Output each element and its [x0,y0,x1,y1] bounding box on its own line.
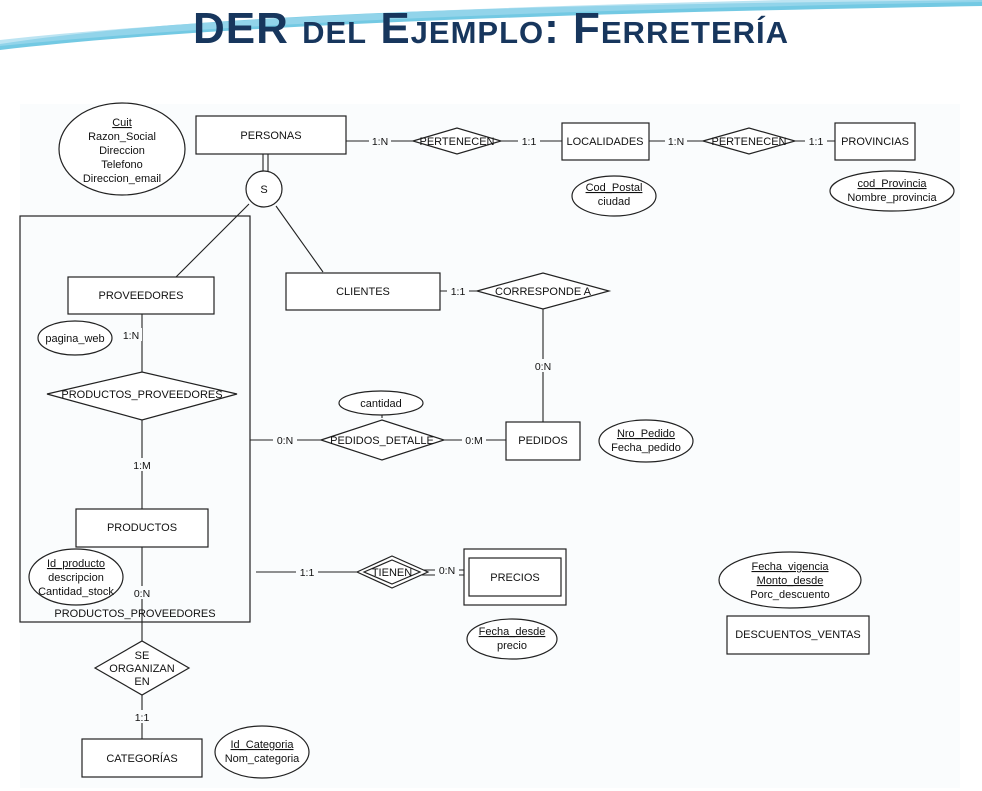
card-personas-pertenecen: 1:N [372,136,388,148]
title-wave-decoration [0,0,982,50]
entity-productos-label: PRODUCTOS [107,522,177,534]
card-pertenecen-localidades: 1:1 [522,136,537,148]
attributes-precios: Fecha_desde precio [466,618,558,660]
attr-pedidos-fecha-pedido: Fecha_pedido [611,442,681,454]
card-organizan-categorias: 1:1 [135,712,150,724]
relationship-se-organizan-line1: SE [135,650,150,662]
attr-provincias-nombre-provincia: Nombre_provincia [847,192,937,204]
attr-proveedores-pagina-web: pagina_web [45,333,104,345]
aggregation-label: PRODUCTOS_PROVEEDORES [54,608,215,620]
attr-personas-cuit: Cuit [112,117,132,129]
entity-personas: PERSONAS [195,115,347,155]
card-localidades-pertenecen: 1:N [668,136,684,148]
attr-personas-direccion: Direccion [99,145,145,157]
entity-precios-label: PRECIOS [490,572,540,584]
attr-productos-id-producto: Id_producto [47,558,105,570]
card-clientes-corresponde: 1:1 [451,286,466,298]
entity-precios: PRECIOS [463,548,567,606]
relationship-tienen: TIENEN [355,555,430,589]
specialization-circle: S [245,170,283,208]
attr-descuentos-porc-descuento: Porc_descuento [750,589,830,601]
relationship-pertenecen-2-label: PERTENECEN [712,136,787,148]
attr-personas-direccion-email: Direccion_email [83,173,161,185]
entity-localidades-label: LOCALIDADES [566,136,643,148]
entity-proveedores-label: PROVEEDORES [99,290,184,302]
card-pp-productos: 1:M [133,460,151,472]
attr-pedidos-nro-pedido: Nro_Pedido [617,428,675,440]
entity-clientes-label: CLIENTES [336,286,390,298]
card-aggregate-tienen: 1:1 [300,567,315,579]
cardinality-labels: 1:N 1:1 1:N 1:1 1:1 0:N 1:N 1:M 0:N 0:M … [120,134,827,724]
attributes-personas: Cuit Razon_Social Direccion Telefono Dir… [58,102,186,196]
attributes-productos: Id_producto descripcion Cantidad_stock [28,548,124,606]
entity-descuentos-ventas-label: DESCUENTOS_VENTAS [735,629,861,641]
relationship-se-organizan-line2: ORGANIZAN [109,663,174,675]
attributes-pedidos: Nro_Pedido Fecha_pedido [598,419,694,463]
attributes-categorias: Id_Categoria Nom_categoria [214,725,310,779]
attr-localidades-cod-postal: Cod_Postal [586,182,643,194]
entity-categorias-label: CATEGORÍAS [106,752,177,765]
attr-categorias-nom-categoria: Nom_categoria [225,753,300,765]
entity-proveedores: PROVEEDORES [67,276,215,315]
relationship-pedidos-detalle-label: PEDIDOS_DETALLE [330,435,434,447]
entity-provincias: PROVINCIAS [834,122,916,161]
entity-categorias: CATEGORÍAS [81,738,203,778]
card-pertenecen-provincias: 1:1 [809,136,824,148]
entity-descuentos-ventas: DESCUENTOS_VENTAS [726,615,870,655]
attr-precios-precio: precio [497,640,527,652]
entity-pedidos: PEDIDOS [505,421,581,461]
attributes-proveedores: pagina_web [37,320,113,356]
attr-precios-fecha-desde: Fecha_desde [479,626,546,638]
entity-personas-label: PERSONAS [240,130,301,142]
relationship-corresponde-a-label: CORRESPONDE A [495,286,592,298]
aggregation-box-productos-proveedores [19,215,251,623]
relationship-se-organizan-en: SE ORGANIZAN EN [93,640,191,696]
relationship-se-organizan-line3: EN [134,676,149,688]
attributes-descuentos-ventas: Fecha_vigencia Monto_desde Porc_descuent… [718,551,862,609]
attr-productos-cantidad-stock: Cantidad_stock [38,586,114,598]
relationship-pertenecen-provincias: PERTENECEN [700,127,798,155]
relationship-pertenecen-1-label: PERTENECEN [420,136,495,148]
card-pedidos-detalle-pedidos: 0:M [465,435,483,447]
attr-provincias-cod-provincia: cod_Provincia [857,178,927,190]
card-corresponde-pedidos: 0:N [535,361,551,373]
attr-personas-razon-social: Razon_Social [88,131,156,143]
attr-categorias-id-categoria: Id_Categoria [231,739,295,751]
attr-personas-telefono: Telefono [101,159,143,171]
attr-localidades-ciudad: ciudad [598,196,630,208]
attributes-pedidos-detalle: cantidad [338,390,424,416]
card-aggregate-pedidos-detalle: 0:N [277,435,293,447]
slide-title: DER del Ejemplo: Ferretería [192,4,790,53]
relationship-productos-proveedores: PRODUCTOS_PROVEEDORES [46,371,238,421]
attr-productos-descripcion: descripcion [48,572,104,584]
relationship-pertenecen-localidades: PERTENECEN [410,127,504,155]
attributes-provincias: cod_Provincia Nombre_provincia [829,170,955,212]
attr-pedidos-detalle-cantidad: cantidad [360,398,402,410]
entity-clientes: CLIENTES [285,272,441,311]
relationship-productos-proveedores-label: PRODUCTOS_PROVEEDORES [61,389,222,401]
relationship-tienen-label: TIENEN [372,567,412,579]
specialization-label: S [260,184,267,196]
attr-descuentos-fecha-vigencia: Fecha_vigencia [751,561,829,573]
entity-productos: PRODUCTOS [75,508,209,548]
entity-localidades: LOCALIDADES [561,122,650,161]
card-productos-organizan: 0:N [134,588,150,600]
card-tienen-precios: 0:N [439,565,455,577]
entity-provincias-label: PROVINCIAS [841,136,909,148]
attributes-localidades: Cod_Postal ciudad [571,175,657,217]
card-proveedores-pp: 1:N [123,330,139,342]
attr-descuentos-monto-desde: Monto_desde [757,575,824,587]
relationship-pedidos-detalle: PEDIDOS_DETALLE [319,419,446,461]
relationship-corresponde-a: CORRESPONDE A [474,272,612,310]
entity-pedidos-label: PEDIDOS [518,435,568,447]
